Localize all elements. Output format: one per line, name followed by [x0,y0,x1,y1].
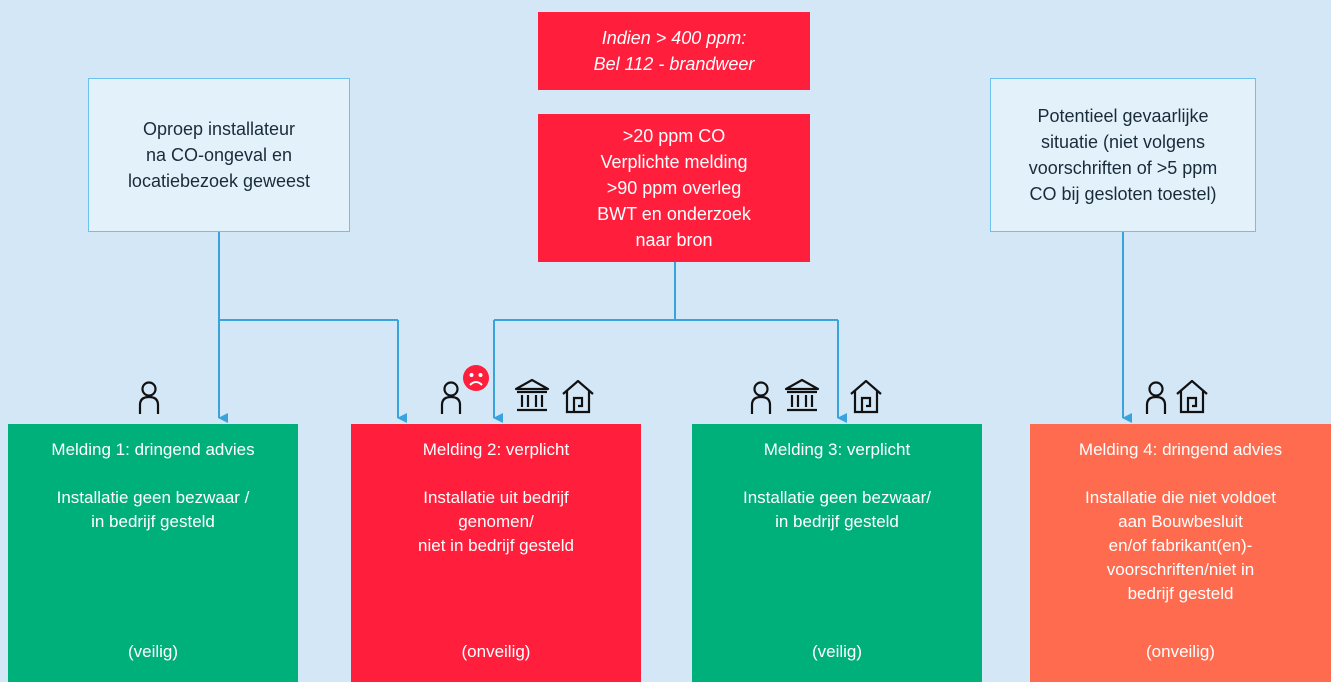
emergency-line-1: Indien > 400 ppm: [601,28,747,48]
danger-line-4: CO bij gesloten toestel) [1029,184,1217,204]
government-building-icon [784,378,820,412]
threshold-line-2: Verplichte melding [600,152,748,172]
installer-line-2: na CO-ongeval en [145,145,293,165]
sad-face-icon [463,365,489,391]
melding-1-status: (veilig) [127,642,179,661]
melding-4-box: Melding 4: dringend advies Installatie d… [1030,424,1331,682]
danger-line-3: voorschriften of >5 ppm [1028,158,1218,178]
person-icon [1145,381,1167,414]
melding-2-body: Installatie uit bedrijf genomen/ niet in… [418,488,574,555]
ppm-threshold-box: >20 ppm CO Verplichte melding >90 ppm ov… [538,114,810,262]
melding-3-title: Melding 3: verplicht [763,440,911,459]
melding-4-title: Melding 4: dringend advies [1078,440,1283,459]
installer-line-3: locatiebezoek geweest [127,171,311,191]
government-building-icon [514,378,550,412]
melding-1-title: Melding 1: dringend advies [51,440,255,459]
person-icon [138,381,160,414]
melding-3-box: Melding 3: verplicht Installatie geen be… [692,424,982,682]
threshold-line-5: naar bron [635,230,713,250]
melding-3-body: Installatie geen bezwaar/ in bedrijf ges… [742,488,932,531]
melding-2-status: (onveilig) [461,642,531,661]
threshold-line-1: >20 ppm CO [622,126,726,146]
melding-2-box: Melding 2: verplicht Installatie uit bed… [351,424,641,682]
danger-line-2: situatie (niet volgens [1040,132,1206,152]
melding-4-body: Installatie die niet voldoet aan Bouwbes… [1085,488,1276,603]
melding-4-status: (onveilig) [1146,642,1215,661]
installer-line-1: Oproep installateur [142,119,296,139]
melding-1-body: Installatie geen bezwaar / in bedrijf ge… [56,488,250,531]
installer-call-box: Oproep installateur na CO-ongeval en loc… [88,78,350,232]
emergency-box: Indien > 400 ppm: Bel 112 - brandweer [538,12,810,90]
person-icon [440,381,462,414]
threshold-line-3: >90 ppm overleg [606,178,742,198]
emergency-line-2: Bel 112 - brandweer [593,54,755,74]
danger-line-1: Potentieel gevaarlijke [1037,106,1209,126]
house-icon [850,379,882,414]
house-icon [1176,379,1208,414]
melding-2-title: Melding 2: verplicht [422,440,570,459]
house-icon [562,379,594,414]
person-icon [750,381,772,414]
threshold-line-4: BWT en onderzoek [597,204,751,224]
melding-1-box: Melding 1: dringend advies Installatie g… [8,424,298,682]
dangerous-situation-box: Potentieel gevaarlijke situatie (niet vo… [990,78,1256,232]
melding-3-status: (veilig) [811,642,863,661]
